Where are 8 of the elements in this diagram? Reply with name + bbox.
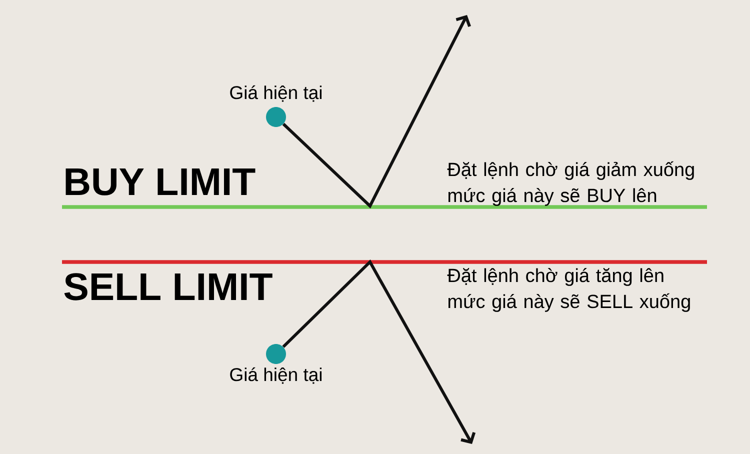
- order-type-title: BUY LIMIT: [66, 168, 256, 196]
- price-path-arrow: [282, 260, 476, 444]
- order-type-title: SELL LIMIT: [64, 273, 272, 300]
- note-text: Đặt lệnh chờ giá giảm xuống mức giá này sẽ BUY lên: [447, 161, 694, 206]
- note-text: Đặt lệnh chờ giá tăng lên mức giá này sẽ SELL xuống: [447, 268, 690, 312]
- dot-label: Giá hiện tại: [230, 85, 322, 102]
- dot-label: Giá hiện tại: [230, 367, 322, 384]
- price-path-arrow: [282, 15, 471, 208]
